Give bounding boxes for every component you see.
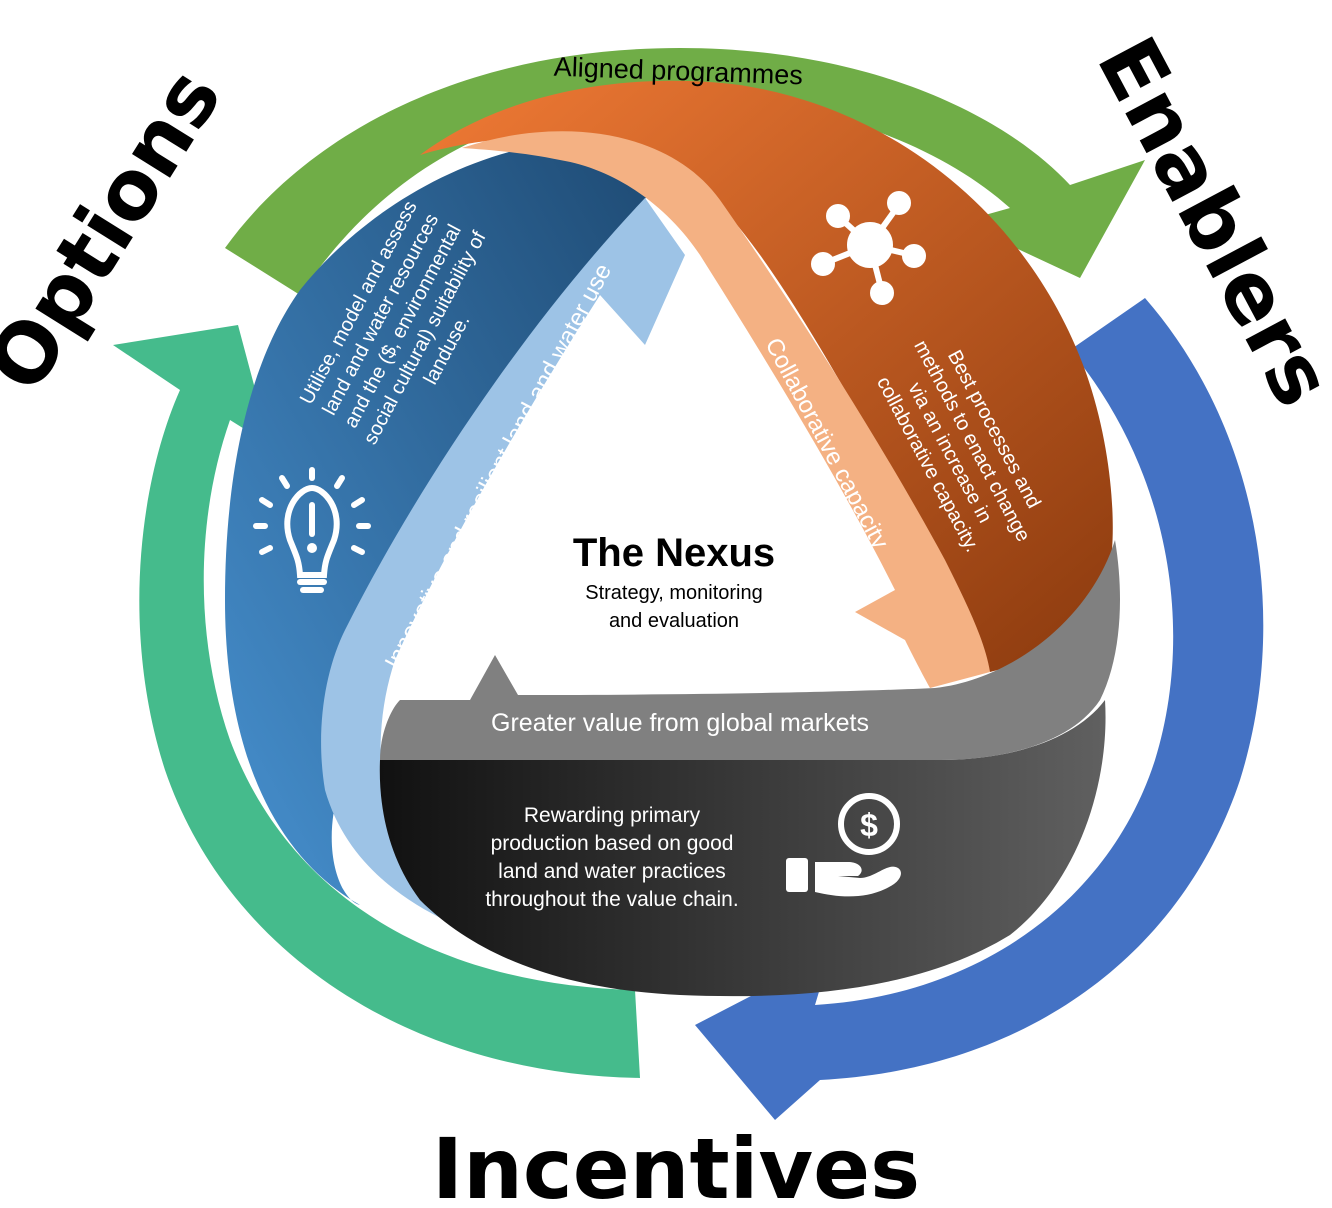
center-subtitle-line2: and evaluation	[609, 610, 739, 632]
center-subtitle-line1: Strategy, monitoring	[585, 582, 763, 604]
lightbulb-exclamation-icon	[253, 467, 371, 593]
black-panel-line: production based on good	[491, 832, 734, 855]
blue-arrow	[695, 298, 1264, 1120]
black-panel-line: land and water practices	[498, 860, 726, 883]
black-panel	[379, 700, 1106, 997]
light-blue-band	[321, 198, 685, 925]
grey-band	[380, 540, 1120, 760]
salmon-band	[462, 131, 990, 688]
green-arrow	[225, 48, 1145, 295]
black-panel-line: Rewarding primary	[524, 804, 701, 827]
incentives-label: Incentives	[432, 1120, 920, 1208]
network-hub-icon	[811, 191, 926, 305]
svg-text:$: $	[860, 807, 878, 843]
hand-holding-coin-icon: $	[786, 793, 901, 897]
grey-band-label: Greater value from global markets	[491, 709, 869, 737]
black-panel-line: throughout the value chain.	[485, 888, 738, 911]
black-panel-text: Rewarding primary production based on go…	[485, 804, 738, 911]
teal-arrow	[113, 325, 640, 1078]
center-title: The Nexus	[573, 531, 775, 575]
orange-panel	[420, 80, 1113, 673]
